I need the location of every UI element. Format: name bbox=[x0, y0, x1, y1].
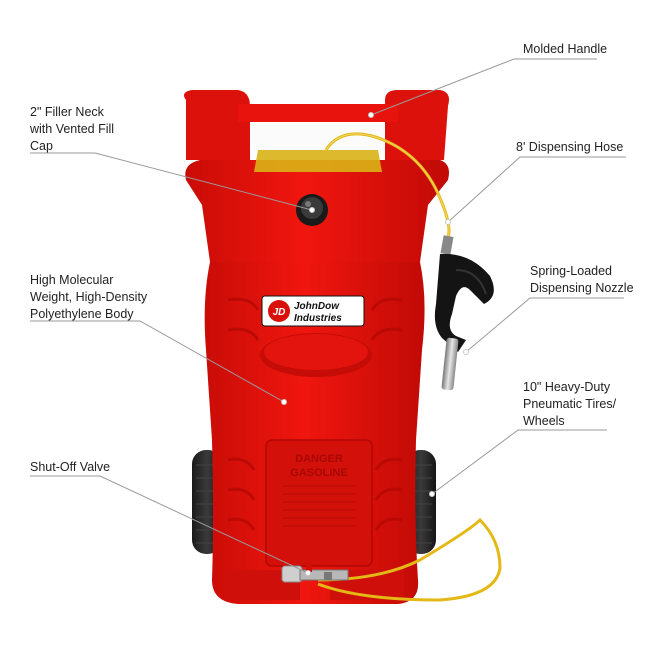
callout-lines bbox=[30, 58, 626, 576]
callout-filler-neck: 2" Filler Neck with Vented Fill Cap bbox=[30, 104, 114, 155]
callout-text: High Molecular bbox=[30, 273, 114, 287]
brand-monogram: JD bbox=[273, 307, 286, 318]
callout-text: 2" Filler Neck bbox=[30, 105, 104, 119]
callout-text: 10" Heavy-Duty bbox=[523, 380, 611, 394]
warning-panel: DANGER GASOLINE bbox=[282, 453, 356, 527]
callout-text: Weight, High-Density bbox=[30, 290, 148, 304]
brand-logo: JD JohnDow Industries bbox=[261, 295, 365, 327]
callout-text: Wheels bbox=[523, 414, 565, 428]
brand-name-line1: JohnDow bbox=[294, 301, 340, 312]
callout-text: Pneumatic Tires/ bbox=[523, 397, 617, 411]
callout-text: Polyethylene Body bbox=[30, 307, 134, 321]
callout-text: with Vented Fill bbox=[30, 122, 115, 136]
warning-text-line1: DANGER bbox=[295, 453, 343, 465]
fuel-tank-body bbox=[184, 90, 450, 604]
callout-text: Spring-Loaded bbox=[530, 264, 613, 278]
callout-text: Dispensing Nozzle bbox=[530, 281, 634, 295]
callout-text: Molded Handle bbox=[523, 42, 608, 56]
shutoff-valve bbox=[281, 517, 502, 602]
warning-text-line2: GASOLINE bbox=[290, 467, 347, 479]
callout-shutoff-valve: Shut-Off Valve bbox=[30, 459, 110, 476]
callout-molded-handle: Molded Handle bbox=[523, 41, 607, 58]
callout-dispensing-nozzle: Spring-Loaded Dispensing Nozzle bbox=[530, 263, 634, 297]
dispensing-nozzle bbox=[434, 235, 494, 391]
callout-text: Cap bbox=[30, 139, 53, 153]
callout-text: Shut-Off Valve bbox=[30, 460, 111, 474]
callout-dispensing-hose: 8' Dispensing Hose bbox=[516, 139, 623, 156]
callout-tires: 10" Heavy-Duty Pneumatic Tires/ Wheels bbox=[523, 379, 616, 430]
brand-name-line2: Industries bbox=[294, 313, 342, 324]
callout-polyethylene-body: High Molecular Weight, High-Density Poly… bbox=[30, 272, 147, 323]
callout-text: 8' Dispensing Hose bbox=[516, 140, 624, 154]
